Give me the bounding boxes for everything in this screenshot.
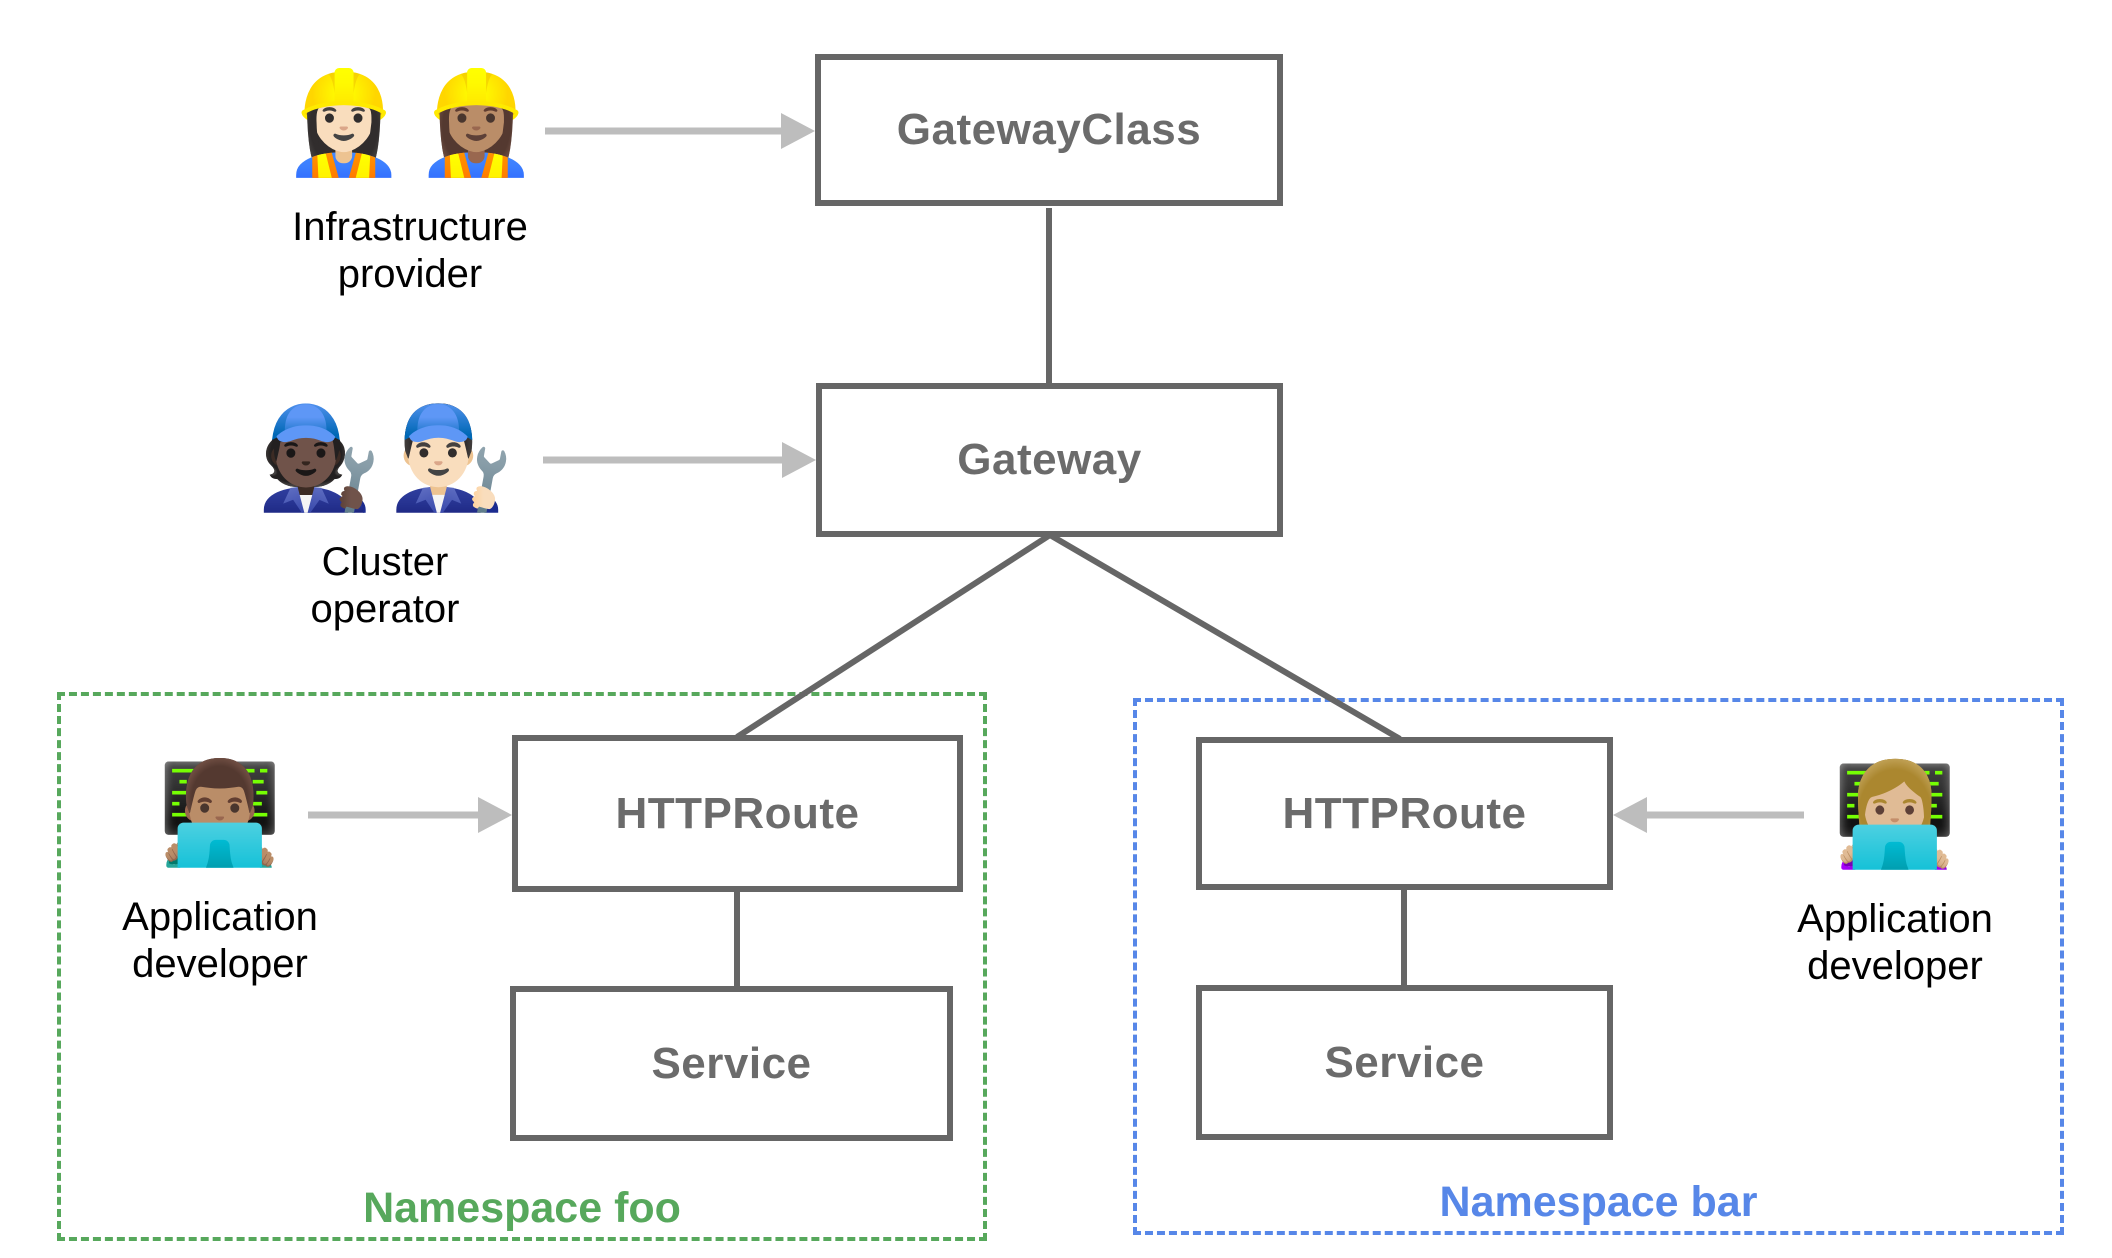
cluster-operator-label-line2: operator	[310, 587, 460, 631]
arrow-head-right-icon	[478, 797, 512, 833]
app-developer-bar-arrow	[1613, 797, 1804, 833]
httproute-foo-node: HTTPRoute	[512, 735, 963, 892]
app-developer-bar-label-line1: Application	[1797, 897, 1993, 941]
app-developer-bar-persona: 👩🏼‍💻 Application developer	[1735, 750, 2055, 990]
httproute-bar-node-label: HTTPRoute	[1282, 788, 1527, 838]
namespace-bar-label: Namespace bar	[1439, 1178, 1758, 1226]
app-developer-foo-persona: 👨🏽‍💻 Application developer	[60, 748, 380, 988]
app-developer-foo-arrow	[308, 797, 512, 833]
app-developer-foo-label-line2: developer	[132, 942, 308, 986]
infrastructure-provider-label-line1: Infrastructure	[292, 205, 528, 249]
app-developer-foo-label-line1: Application	[122, 895, 318, 939]
infrastructure-provider-emoji-row: 👷🏻‍♀️👷🏽‍♀️	[277, 58, 542, 188]
gatewayclass-node-label: GatewayClass	[896, 105, 1202, 154]
cluster-operator-arrow	[543, 442, 816, 478]
arrow-head-right-icon	[782, 442, 816, 478]
arrow-head-left-icon	[1613, 797, 1647, 833]
arrow-head-right-icon	[781, 113, 815, 149]
gateway-node-label: Gateway	[957, 435, 1142, 484]
woman-technologist-icon: 👩🏼‍💻	[1832, 759, 1958, 871]
service-foo-node-label: Service	[651, 1038, 812, 1088]
namespace-foo-label: Namespace foo	[363, 1184, 681, 1232]
infrastructure-provider-arrow	[545, 113, 815, 149]
httproute-foo-node-label: HTTPRoute	[615, 788, 860, 838]
cluster-operator-persona: 🧑🏿‍🔧👨🏻‍🔧 Cluster operator	[220, 393, 550, 633]
app-developer-foo-emoji-row: 👨🏽‍💻	[154, 748, 287, 878]
app-developer-bar-label: Application developer	[1797, 896, 1993, 990]
service-bar-node-label: Service	[1324, 1037, 1485, 1087]
app-developer-bar-label-line2: developer	[1807, 944, 1983, 988]
man-mechanic-light-icon: 👨🏻‍🔧	[389, 402, 514, 514]
namespace-bar-boundary: Namespace bar	[1133, 698, 2064, 1235]
infrastructure-provider-persona: 👷🏻‍♀️👷🏽‍♀️ Infrastructure provider	[245, 58, 575, 298]
gateway-node: Gateway	[816, 383, 1283, 537]
man-technologist-icon: 👨🏽‍💻	[157, 757, 283, 869]
cluster-operator-label: Cluster operator	[311, 539, 460, 633]
infrastructure-provider-label: Infrastructure provider	[292, 204, 528, 298]
app-developer-bar-emoji-row: 👩🏼‍💻	[1829, 750, 1962, 880]
woman-construction-worker-medium-icon: 👷🏽‍♀️	[414, 67, 539, 179]
service-foo-node: Service	[510, 986, 953, 1141]
woman-construction-worker-light-icon: 👷🏻‍♀️	[281, 67, 406, 179]
infrastructure-provider-label-line2: provider	[337, 252, 483, 296]
cluster-operator-emoji-row: 🧑🏿‍🔧👨🏻‍🔧	[252, 393, 517, 523]
person-mechanic-dark-icon: 🧑🏿‍🔧	[256, 402, 381, 514]
gateway-httproute-foo-connector	[735, 532, 1052, 740]
gateway-httproute-bar-connector	[1048, 532, 1402, 742]
cluster-operator-label-line1: Cluster	[321, 540, 449, 584]
namespace-foo-boundary: Namespace foo	[57, 692, 987, 1241]
app-developer-foo-label: Application developer	[122, 894, 318, 988]
httproute-bar-node: HTTPRoute	[1196, 737, 1613, 890]
gatewayclass-node: GatewayClass	[815, 54, 1283, 206]
service-bar-node: Service	[1196, 985, 1613, 1140]
